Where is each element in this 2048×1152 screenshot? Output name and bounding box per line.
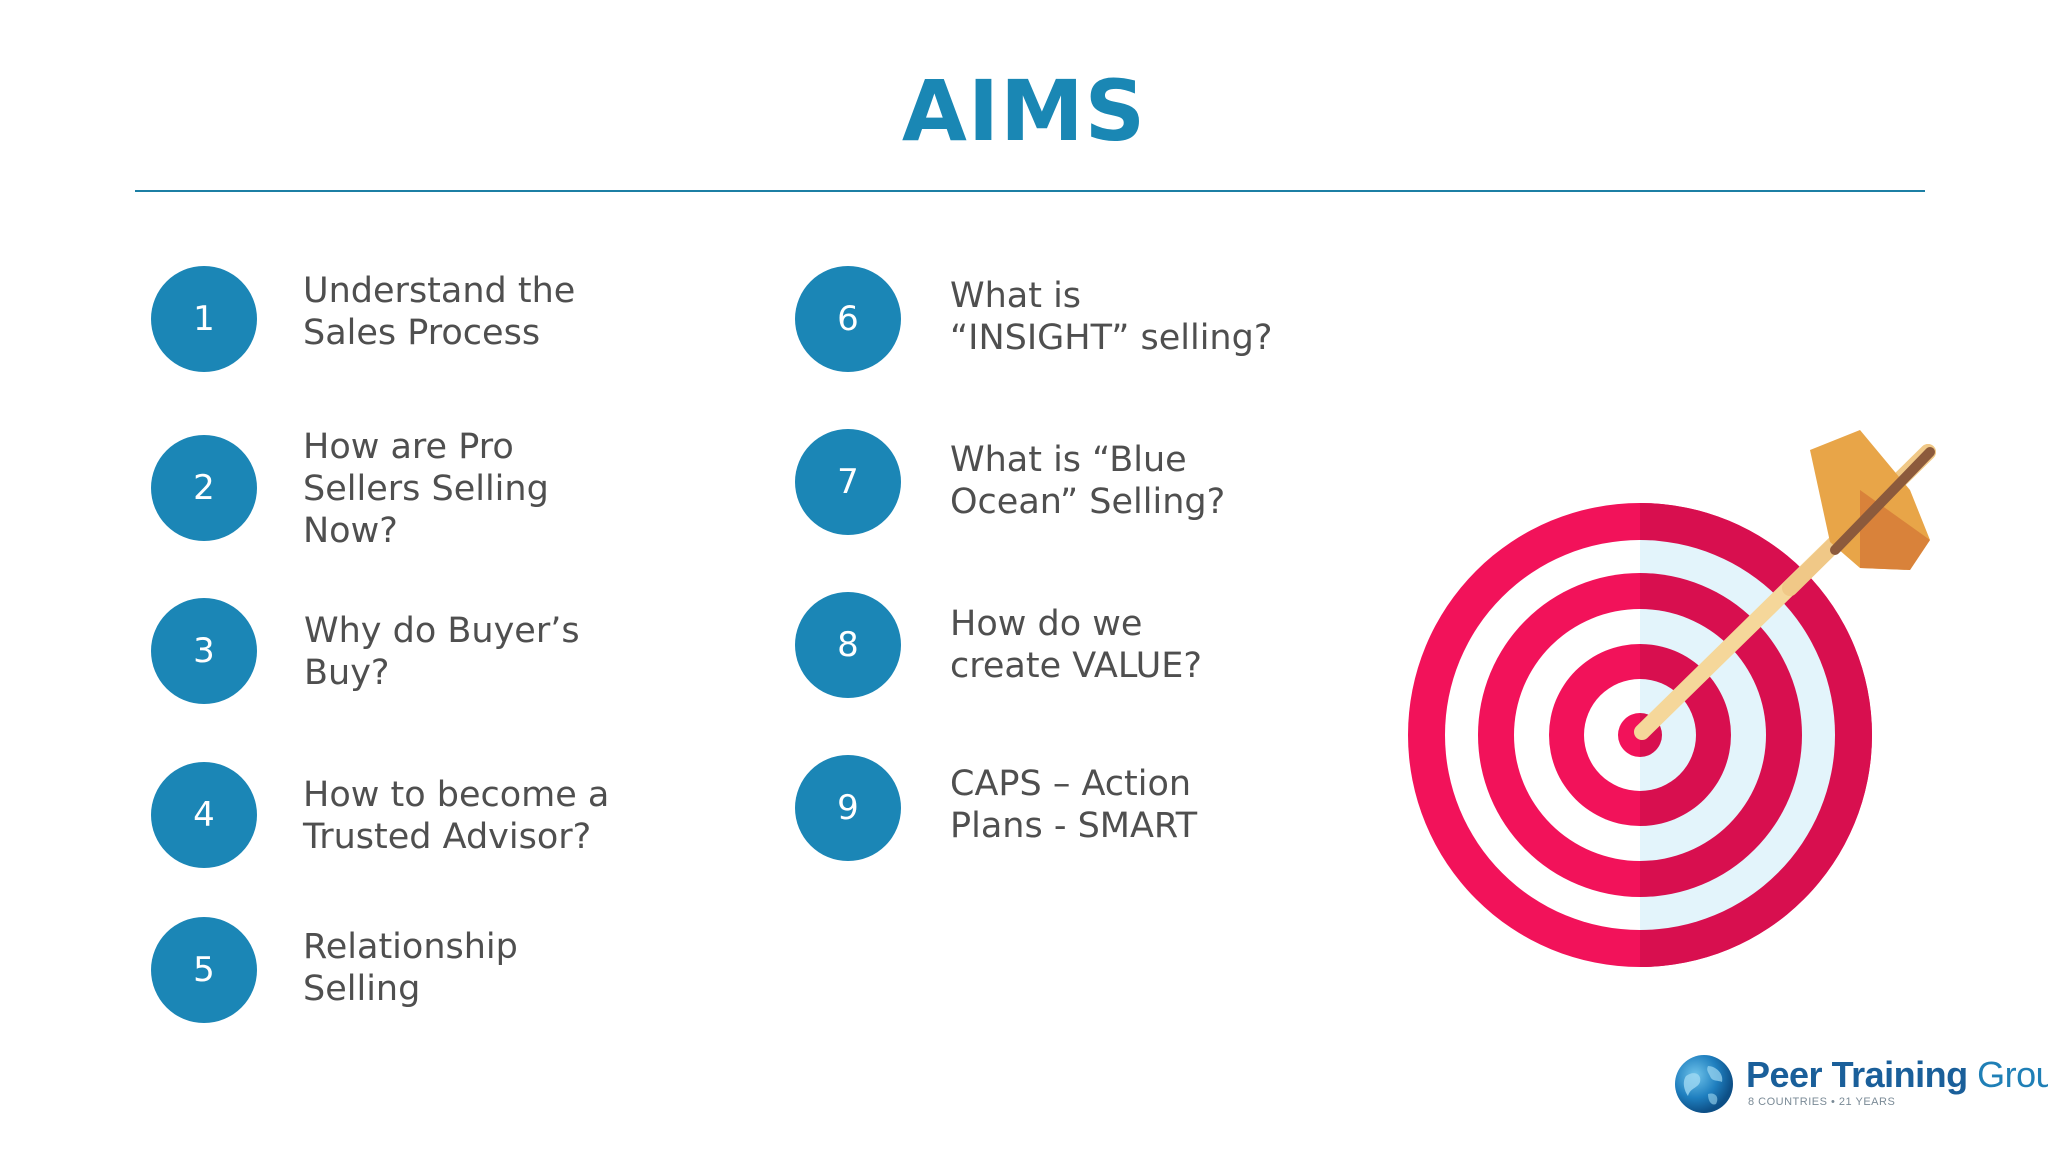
globe-icon [1675,1055,1733,1113]
aim-number-badge: 7 [795,429,901,535]
aim-number-badge: 2 [151,435,257,541]
aim-number-badge: 5 [151,917,257,1023]
logo-brand-text: Peer Training Group [1746,1054,2048,1095]
peer-training-group-logo: Peer Training Group 8 COUNTRIES • 21 YEA… [1672,1050,2048,1120]
aim-label: What is“INSIGHT” selling? [950,276,1273,358]
logo-tagline: 8 COUNTRIES • 21 YEARS [1748,1096,1896,1108]
dartboard-target-icon [1408,430,1936,967]
aim-number-badge: 1 [151,266,257,372]
aim-number-badge: 3 [151,598,257,704]
aim-number-badge: 6 [795,266,901,372]
aim-number-badge: 9 [795,755,901,861]
slide-title: AIMS [901,62,1147,160]
title-divider [135,190,1925,192]
aim-number-badge: 8 [795,592,901,698]
aim-number-badge: 4 [151,762,257,868]
